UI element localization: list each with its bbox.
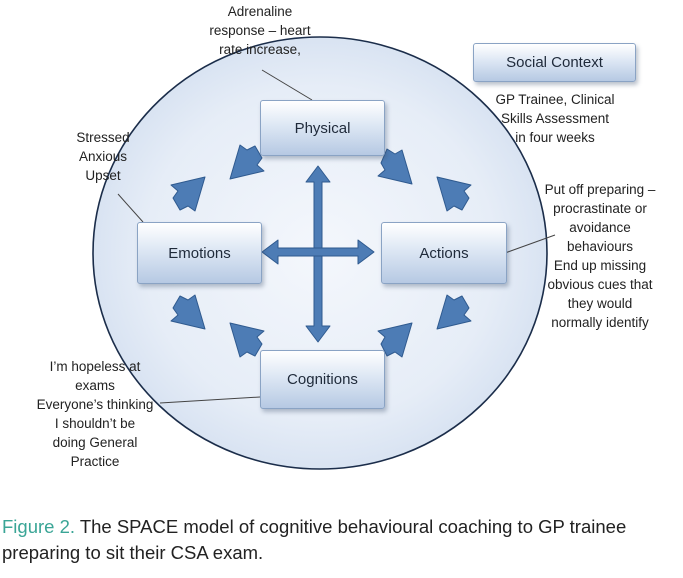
cognitions-note-line: doing General <box>52 435 138 450</box>
figure-caption-text: The SPACE model of cognitive behavioural… <box>2 516 627 563</box>
actions-note-line: avoidance <box>569 220 631 235</box>
actions-note: Put off preparing – procrastinate or avo… <box>520 180 680 332</box>
arrow-actions-physical <box>436 176 472 212</box>
actions-note-line: Put off preparing – <box>544 182 656 197</box>
arrow-cognitions-actions <box>377 322 413 358</box>
cognitions-note: I’m hopeless at exams Everyone’s thinkin… <box>20 357 170 471</box>
actions-label: Actions <box>419 244 469 262</box>
figure-label: Figure 2. <box>2 516 76 537</box>
arrow-cognitions-emotions <box>229 322 265 358</box>
actions-note-line: they would <box>567 296 633 311</box>
emotions-label: Emotions <box>168 244 231 262</box>
social-context-note: GP Trainee, Clinical Skills Assessment i… <box>470 90 640 147</box>
arrow-physical-emotions <box>229 144 265 180</box>
actions-note-line: obvious cues that <box>547 277 653 292</box>
cognitions-note-line: Everyone’s thinking <box>36 397 154 412</box>
space-model-diagram: Physical Emotions Actions Cognitions Soc… <box>20 2 680 471</box>
physical-note-line: response – heart <box>209 23 311 38</box>
emotions-box: Emotions <box>137 222 262 284</box>
social-context-note-line: in four weeks <box>515 130 595 145</box>
emotions-note-line: Stressed <box>76 130 130 145</box>
actions-note-line: End up missing <box>553 258 647 273</box>
cognitions-box: Cognitions <box>260 350 385 409</box>
emotions-note-line: Anxious <box>78 149 128 164</box>
actions-note-line: behaviours <box>566 239 634 254</box>
physical-box: Physical <box>260 100 385 156</box>
arrow-actions-cognitions <box>436 294 472 330</box>
arrow-physical-actions <box>377 148 413 185</box>
cognitions-note-line: I shouldn’t be <box>54 416 136 431</box>
social-context-label: Social Context <box>506 54 603 71</box>
leader-physical <box>261 69 313 101</box>
physical-note: Adrenaline response – heart rate increas… <box>180 2 340 59</box>
diagram-graphics <box>92 36 556 470</box>
leader-actions <box>504 234 556 254</box>
emotions-note-line: Upset <box>85 168 121 183</box>
social-context-note-line: GP Trainee, Clinical <box>495 92 615 107</box>
physical-note-line: rate increase, <box>219 42 301 57</box>
arrow-horizontal <box>261 239 375 265</box>
actions-note-line: procrastinate or <box>553 201 647 216</box>
leader-cognitions <box>159 396 261 404</box>
cognitions-note-line: exams <box>75 378 115 393</box>
figure-caption: Figure 2. The SPACE model of cognitive b… <box>2 514 682 566</box>
cognitions-label: Cognitions <box>287 371 358 388</box>
actions-note-line: normally identify <box>551 315 649 330</box>
arrow-emotions-cognitions <box>170 294 206 330</box>
actions-box: Actions <box>381 222 507 284</box>
emotions-note: Stressed Anxious Upset <box>55 128 151 185</box>
cognitions-note-line: I’m hopeless at <box>49 359 141 374</box>
arrow-emotions-physical <box>170 176 206 212</box>
leader-emotions <box>117 193 144 223</box>
physical-note-line: Adrenaline <box>227 4 293 19</box>
physical-label: Physical <box>294 119 351 137</box>
cognitions-note-line: Practice <box>70 454 120 469</box>
social-context-box: Social Context <box>473 43 636 82</box>
social-context-note-line: Skills Assessment <box>500 111 610 126</box>
